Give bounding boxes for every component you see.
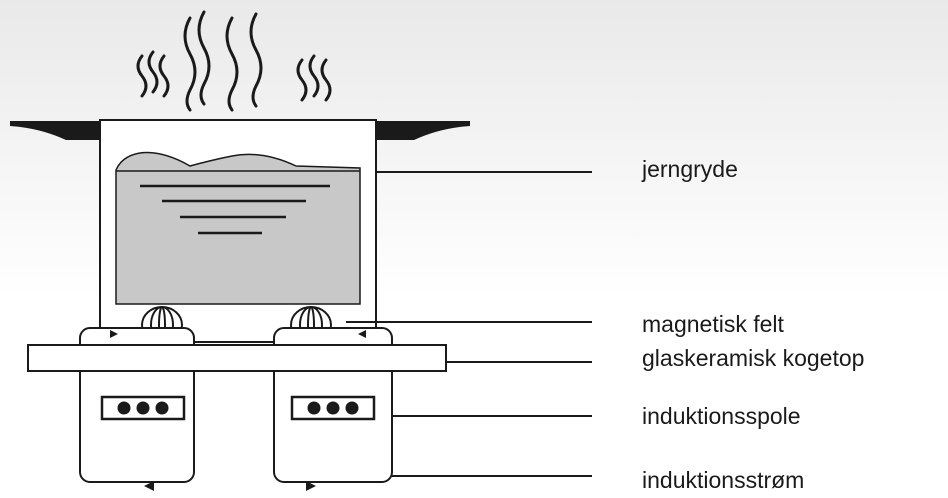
pot-contents [115, 151, 361, 305]
field-arrows [110, 330, 366, 491]
leader-lines [346, 171, 592, 477]
coil-window-right [290, 395, 376, 421]
label-coil: induktionsspole [642, 403, 801, 429]
left-handle [10, 121, 104, 140]
label-current: induktionsstrøm [642, 467, 805, 493]
right-handle [376, 121, 470, 140]
label-pot: jerngryde [642, 156, 738, 182]
liquid-lines [140, 184, 330, 235]
label-magnetic-field: magnetisk felt [642, 311, 784, 337]
coil-window-left [100, 395, 186, 421]
steam-lines [136, 10, 332, 112]
label-cooktop: glaskeramisk kogetop [642, 345, 865, 371]
